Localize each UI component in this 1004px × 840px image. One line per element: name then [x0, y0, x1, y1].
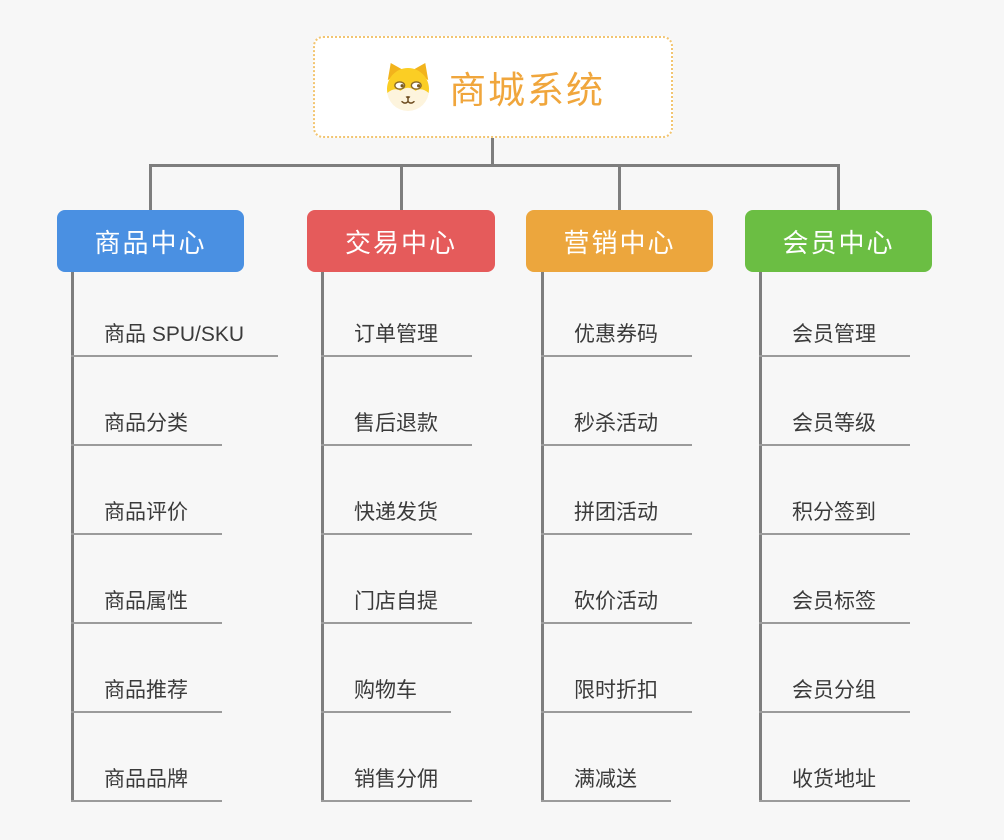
- connector-drop-1: [149, 164, 152, 210]
- branch-spine-marketing: [541, 272, 544, 802]
- leaf-node[interactable]: 商品分类: [71, 400, 222, 446]
- leaf-node[interactable]: 订单管理: [321, 311, 472, 357]
- connector-drop-3: [618, 164, 621, 210]
- leaf-node[interactable]: 会员管理: [759, 311, 910, 357]
- leaf-node[interactable]: 砍价活动: [541, 578, 692, 624]
- leaf-node[interactable]: 商品品牌: [71, 756, 222, 802]
- leaf-node[interactable]: 优惠券码: [541, 311, 692, 357]
- connector-drop-4: [837, 164, 840, 210]
- leaf-node[interactable]: 商品评价: [71, 489, 222, 535]
- root-title: 商城系统: [449, 70, 605, 111]
- leaf-node[interactable]: 门店自提: [321, 578, 472, 624]
- root-node[interactable]: 商城系统: [313, 36, 673, 138]
- connector-drop-2: [400, 164, 403, 210]
- leaf-node[interactable]: 拼团活动: [541, 489, 692, 535]
- shiba-dog-icon: [381, 60, 435, 114]
- branch-node-trade[interactable]: 交易中心: [307, 210, 495, 272]
- leaf-node[interactable]: 销售分佣: [321, 756, 472, 802]
- branch-node-members[interactable]: 会员中心: [745, 210, 932, 272]
- connector-rail: [149, 164, 839, 167]
- branch-node-marketing[interactable]: 营销中心: [526, 210, 713, 272]
- branch-spine-trade: [321, 272, 324, 802]
- leaf-node[interactable]: 积分签到: [759, 489, 910, 535]
- leaf-node[interactable]: 会员等级: [759, 400, 910, 446]
- leaf-node[interactable]: 收货地址: [759, 756, 910, 802]
- branch-node-products[interactable]: 商品中心: [57, 210, 244, 272]
- leaf-node[interactable]: 商品 SPU/SKU: [71, 311, 279, 357]
- leaf-node[interactable]: 购物车: [321, 667, 451, 713]
- leaf-node[interactable]: 快递发货: [321, 489, 472, 535]
- leaf-node[interactable]: 售后退款: [321, 400, 472, 446]
- leaf-node[interactable]: 秒杀活动: [541, 400, 692, 446]
- leaf-node[interactable]: 会员标签: [759, 578, 910, 624]
- leaf-node[interactable]: 商品推荐: [71, 667, 222, 713]
- connector-root-stub: [491, 138, 494, 165]
- branch-spine-members: [759, 272, 762, 802]
- leaf-node[interactable]: 限时折扣: [541, 667, 692, 713]
- leaf-node[interactable]: 会员分组: [759, 667, 910, 713]
- leaf-node[interactable]: 商品属性: [71, 578, 222, 624]
- branch-spine-products: [71, 272, 74, 802]
- leaf-node[interactable]: 满减送: [541, 756, 671, 802]
